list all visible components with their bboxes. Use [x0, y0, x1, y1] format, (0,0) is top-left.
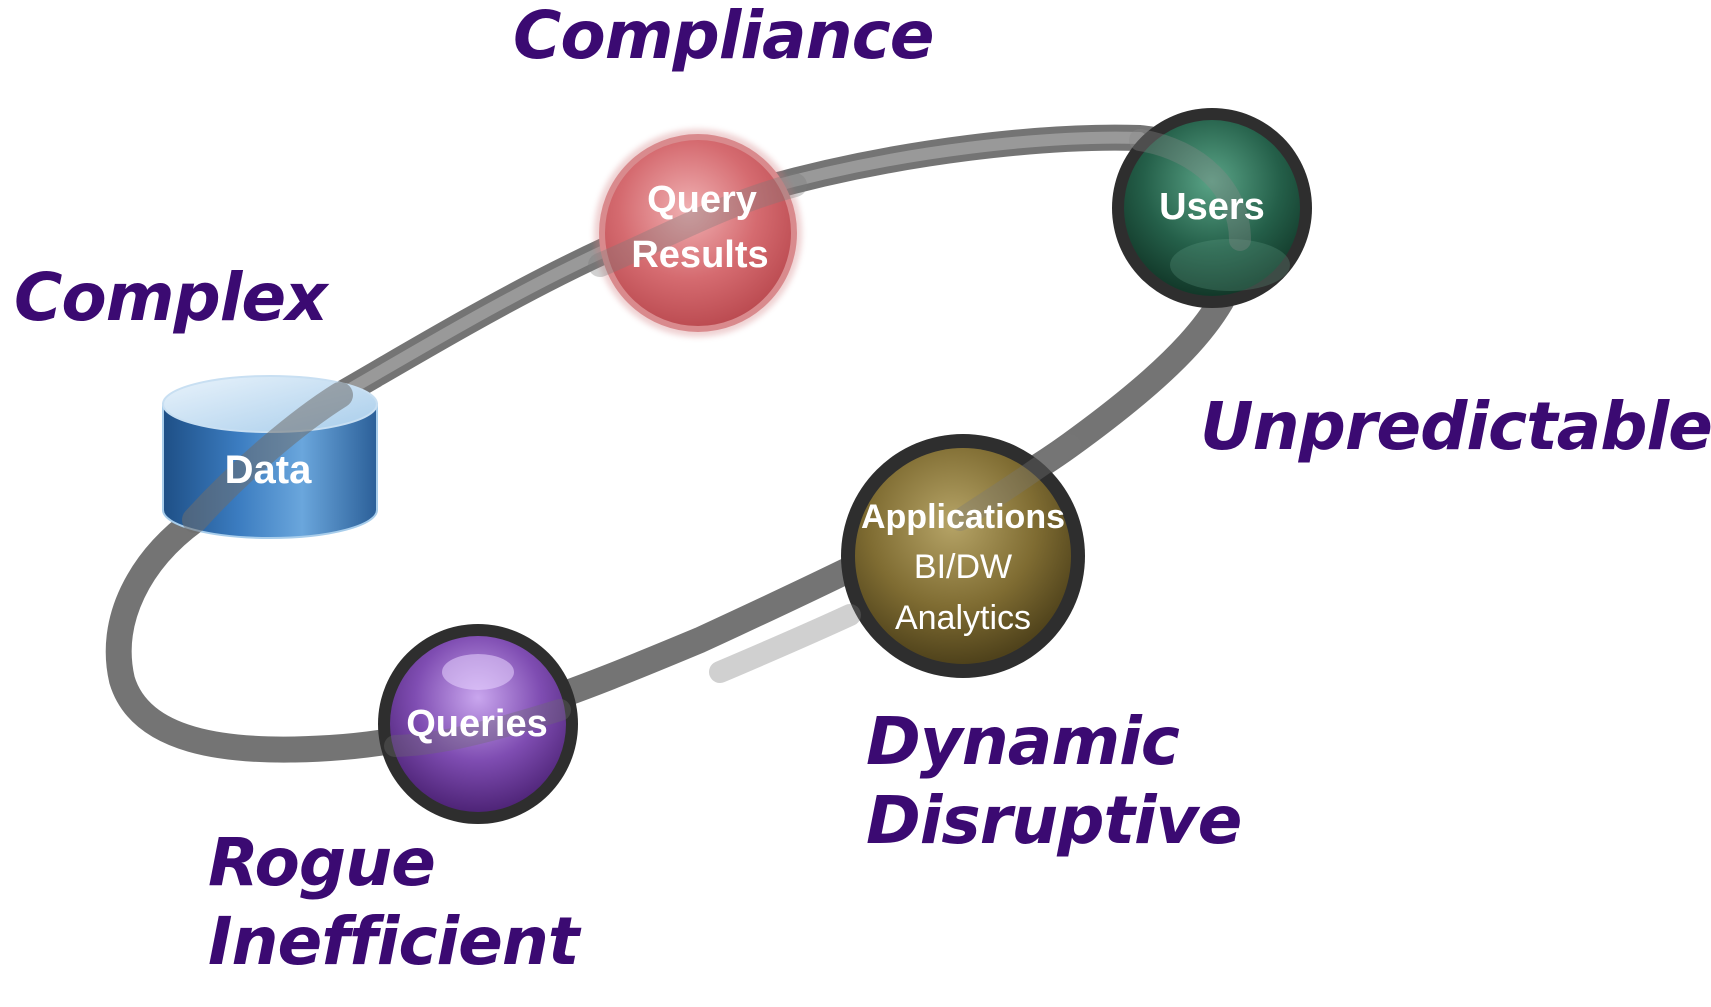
queries-node: [378, 624, 578, 824]
label-dynamic-disruptive: Dynamic Disruptive: [866, 702, 1242, 860]
label-rogue-text: Rogue: [208, 824, 436, 901]
applications-line3: Analytics: [895, 599, 1031, 637]
label-compliance: Compliance: [513, 0, 934, 75]
query-results-node: [588, 129, 807, 337]
query-results-line2: Results: [631, 234, 768, 276]
queries-node-label: Queries: [406, 703, 548, 745]
data-node-label: Data: [225, 448, 312, 492]
label-unpredictable-text: Unpredictable: [1200, 388, 1711, 465]
users-node-label: Users: [1159, 186, 1265, 228]
users-node: [1112, 108, 1312, 308]
label-complex-text: Complex: [14, 259, 328, 336]
label-complex: Complex: [14, 258, 328, 337]
label-unpredictable: Unpredictable: [1200, 387, 1711, 466]
label-inefficient-text: Inefficient: [208, 903, 579, 981]
applications-line2: BI/DW: [914, 548, 1012, 586]
applications-node: [709, 434, 1085, 683]
label-compliance-text: Compliance: [513, 0, 934, 74]
query-results-line1: Query: [647, 179, 757, 221]
label-rogue-inefficient: Rogue Inefficient: [208, 823, 579, 981]
data-cylinder: [162, 375, 378, 539]
label-dynamic-text: Dynamic: [866, 703, 1180, 780]
applications-title: Applications: [861, 498, 1065, 536]
label-disruptive-text: Disruptive: [866, 782, 1242, 860]
